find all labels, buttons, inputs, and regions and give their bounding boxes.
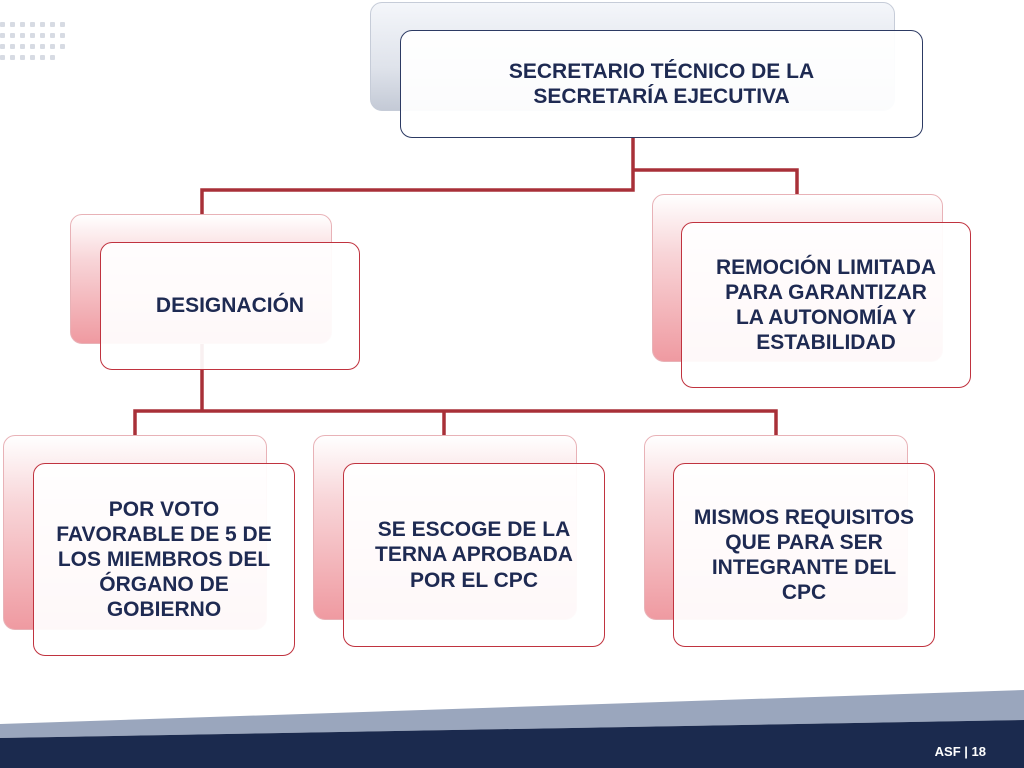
root-node-label: SECRETARIO TÉCNICO DE LA SECRETARÍA EJEC… xyxy=(508,59,815,108)
slide-number-label: ASF | 18 xyxy=(934,744,986,759)
connector-designacion-to-children xyxy=(133,343,778,437)
footer-light-stripe xyxy=(0,690,1024,738)
root-node: SECRETARIO TÉCNICO DE LA SECRETARÍA EJEC… xyxy=(400,30,923,138)
footer-band xyxy=(0,690,1024,768)
connector-root-to-children xyxy=(200,138,799,216)
requisitos-node: MISMOS REQUISITOS QUE PARA SER INTEGRANT… xyxy=(673,463,935,647)
footer-dark-band xyxy=(0,720,1024,768)
remocion-node: REMOCIÓN LIMITADA PARA GARANTIZAR LA AUT… xyxy=(681,222,971,388)
voto-node: POR VOTO FAVORABLE DE 5 DE LOS MIEMBROS … xyxy=(33,463,295,656)
voto-node-label: POR VOTO FAVORABLE DE 5 DE LOS MIEMBROS … xyxy=(56,497,272,622)
designacion-node-label: DESIGNACIÓN xyxy=(155,294,305,318)
terna-node-label: SE ESCOGE DE LA TERNA APROBADA POR EL CP… xyxy=(375,518,573,592)
decorative-dot-grid xyxy=(0,22,66,62)
requisitos-node-label: MISMOS REQUISITOS QUE PARA SER INTEGRANT… xyxy=(693,505,915,605)
terna-node: SE ESCOGE DE LA TERNA APROBADA POR EL CP… xyxy=(343,463,605,647)
designacion-node: DESIGNACIÓN xyxy=(100,242,360,370)
connector-group xyxy=(133,138,799,437)
remocion-node-label: REMOCIÓN LIMITADA PARA GARANTIZAR LA AUT… xyxy=(715,255,937,355)
